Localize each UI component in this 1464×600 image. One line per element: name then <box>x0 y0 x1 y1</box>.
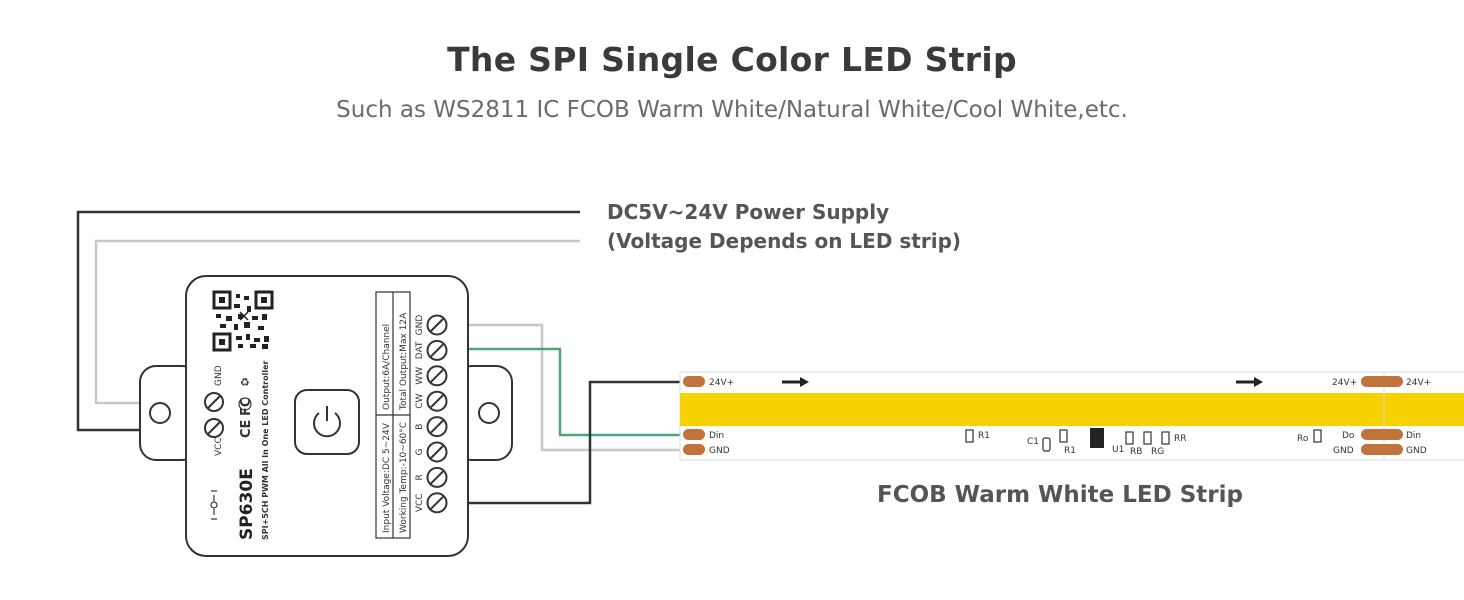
label-rr: RR <box>1174 434 1187 444</box>
output-label-ww: WW <box>415 367 425 385</box>
data-direction-arrow-icon <box>1236 377 1263 387</box>
strip-components: R1 C1 R1 U1 RB RG RR Ro <box>965 428 1322 457</box>
label-rg: RG <box>1151 447 1164 457</box>
output-label-vcc: VCC <box>415 493 425 512</box>
pad-label-do: Do <box>1342 431 1355 441</box>
led-strip: 24V+ Din GND 24V+ 24V+ Do Din GND GND R1… <box>679 371 1464 461</box>
vcc-wire <box>466 380 684 505</box>
spec-total-output: Total Output:Max 12A <box>399 312 409 411</box>
capacitor-c1 <box>1042 437 1051 452</box>
power-supply-note: (Voltage Depends on LED strip) <box>607 229 962 253</box>
pad-do-din-right <box>1361 429 1403 440</box>
output-terminal-cw <box>426 390 448 412</box>
cob-led-band <box>680 393 1464 426</box>
output-terminal-dat <box>426 339 448 361</box>
spec-table: Input Voltage:DC 5~24V Working Temp:-10~… <box>375 291 411 539</box>
label-rb: RB <box>1130 447 1142 457</box>
output-label-gnd: GND <box>415 315 425 336</box>
power-supply-label: DC5V~24V Power Supply <box>607 200 890 224</box>
page-title: The SPI Single Color LED Strip <box>447 40 1017 79</box>
pad-label-gnd: GND <box>709 446 730 456</box>
pad-gnd-right <box>1361 444 1403 455</box>
resistor-rr <box>1161 431 1170 445</box>
output-terminals: GND DAT WW CW B G R VCC <box>415 314 448 514</box>
data-direction-arrow-icon <box>782 377 809 387</box>
fc-mark-icon: FC <box>239 398 254 416</box>
ce-mark-icon: CE <box>239 420 254 438</box>
power-icon <box>313 406 341 438</box>
no-disposal-icon <box>238 397 252 411</box>
qr-code-icon <box>212 290 274 352</box>
pad-label-24v-out: 24V+ <box>1332 378 1357 388</box>
label-c1: C1 <box>1027 437 1039 447</box>
output-terminal-g <box>426 441 448 463</box>
output-label-b: B <box>415 424 425 430</box>
input-label-vcc: VCC <box>214 437 224 456</box>
input-terminal-vcc <box>204 418 224 438</box>
label-u1: U1 <box>1112 445 1124 455</box>
pad-label-gnd-out: GND <box>1333 446 1354 456</box>
output-terminal-ww <box>426 365 448 387</box>
spec-input-voltage: Input Voltage:DC 5~24V <box>382 422 392 533</box>
resistor-r1 <box>965 429 974 443</box>
spec-working-temp: Working Temp:-10~60°C <box>399 422 409 533</box>
pad-label-24v: 24V+ <box>709 378 734 388</box>
gnd-wire <box>466 323 684 452</box>
pad-gnd-left <box>683 444 705 455</box>
data-wire <box>466 347 684 437</box>
pad-label-din: Din <box>709 431 724 441</box>
output-label-cw: CW <box>415 394 425 409</box>
mount-hole-left <box>149 402 171 424</box>
pad-24v-left <box>683 376 705 387</box>
output-terminal-vcc <box>426 492 448 514</box>
label-r1b: R1 <box>1064 446 1076 456</box>
strip-label: FCOB Warm White LED Strip <box>876 482 1243 508</box>
resistor-rb <box>1125 431 1134 445</box>
power-button[interactable] <box>294 389 360 455</box>
output-label-g: G <box>415 448 425 455</box>
page-subtitle: Such as WS2811 IC FCOB Warm White/Natura… <box>336 97 1128 123</box>
recycle-icon: ♻ <box>240 376 250 389</box>
pad-din-left <box>683 429 705 440</box>
input-terminal-gnd <box>204 392 224 412</box>
pad-label-gnd-next: GND <box>1406 446 1427 456</box>
controller: GND VCC CE FC ♻ SP630E SPI+5CH PWM All I… <box>139 275 513 557</box>
controller-description: SPI+5CH PWM All In One LED Controller <box>261 360 270 540</box>
spec-output: Output:6A/Channel <box>382 324 392 410</box>
output-terminal-r <box>426 466 448 488</box>
input-label-gnd: GND <box>214 365 224 386</box>
pad-24v-right <box>1361 376 1403 387</box>
resistor-ro <box>1313 429 1322 443</box>
resistor-r1b <box>1059 429 1068 443</box>
output-terminal-gnd <box>426 314 448 336</box>
output-terminal-b <box>426 416 448 438</box>
mount-hole-right <box>478 402 500 424</box>
power-wire-black <box>76 210 580 432</box>
label-r1: R1 <box>978 431 990 441</box>
resistor-rg <box>1143 431 1152 445</box>
dc-polarity-icon <box>210 490 218 520</box>
controller-model: SP630E <box>237 468 257 540</box>
pad-label-24v-next: 24V+ <box>1406 378 1431 388</box>
output-label-dat: DAT <box>415 341 425 359</box>
ic-u1 <box>1090 428 1104 448</box>
pad-label-din-next: Din <box>1406 431 1421 441</box>
output-label-r: R <box>415 474 425 480</box>
label-ro: Ro <box>1297 434 1309 444</box>
